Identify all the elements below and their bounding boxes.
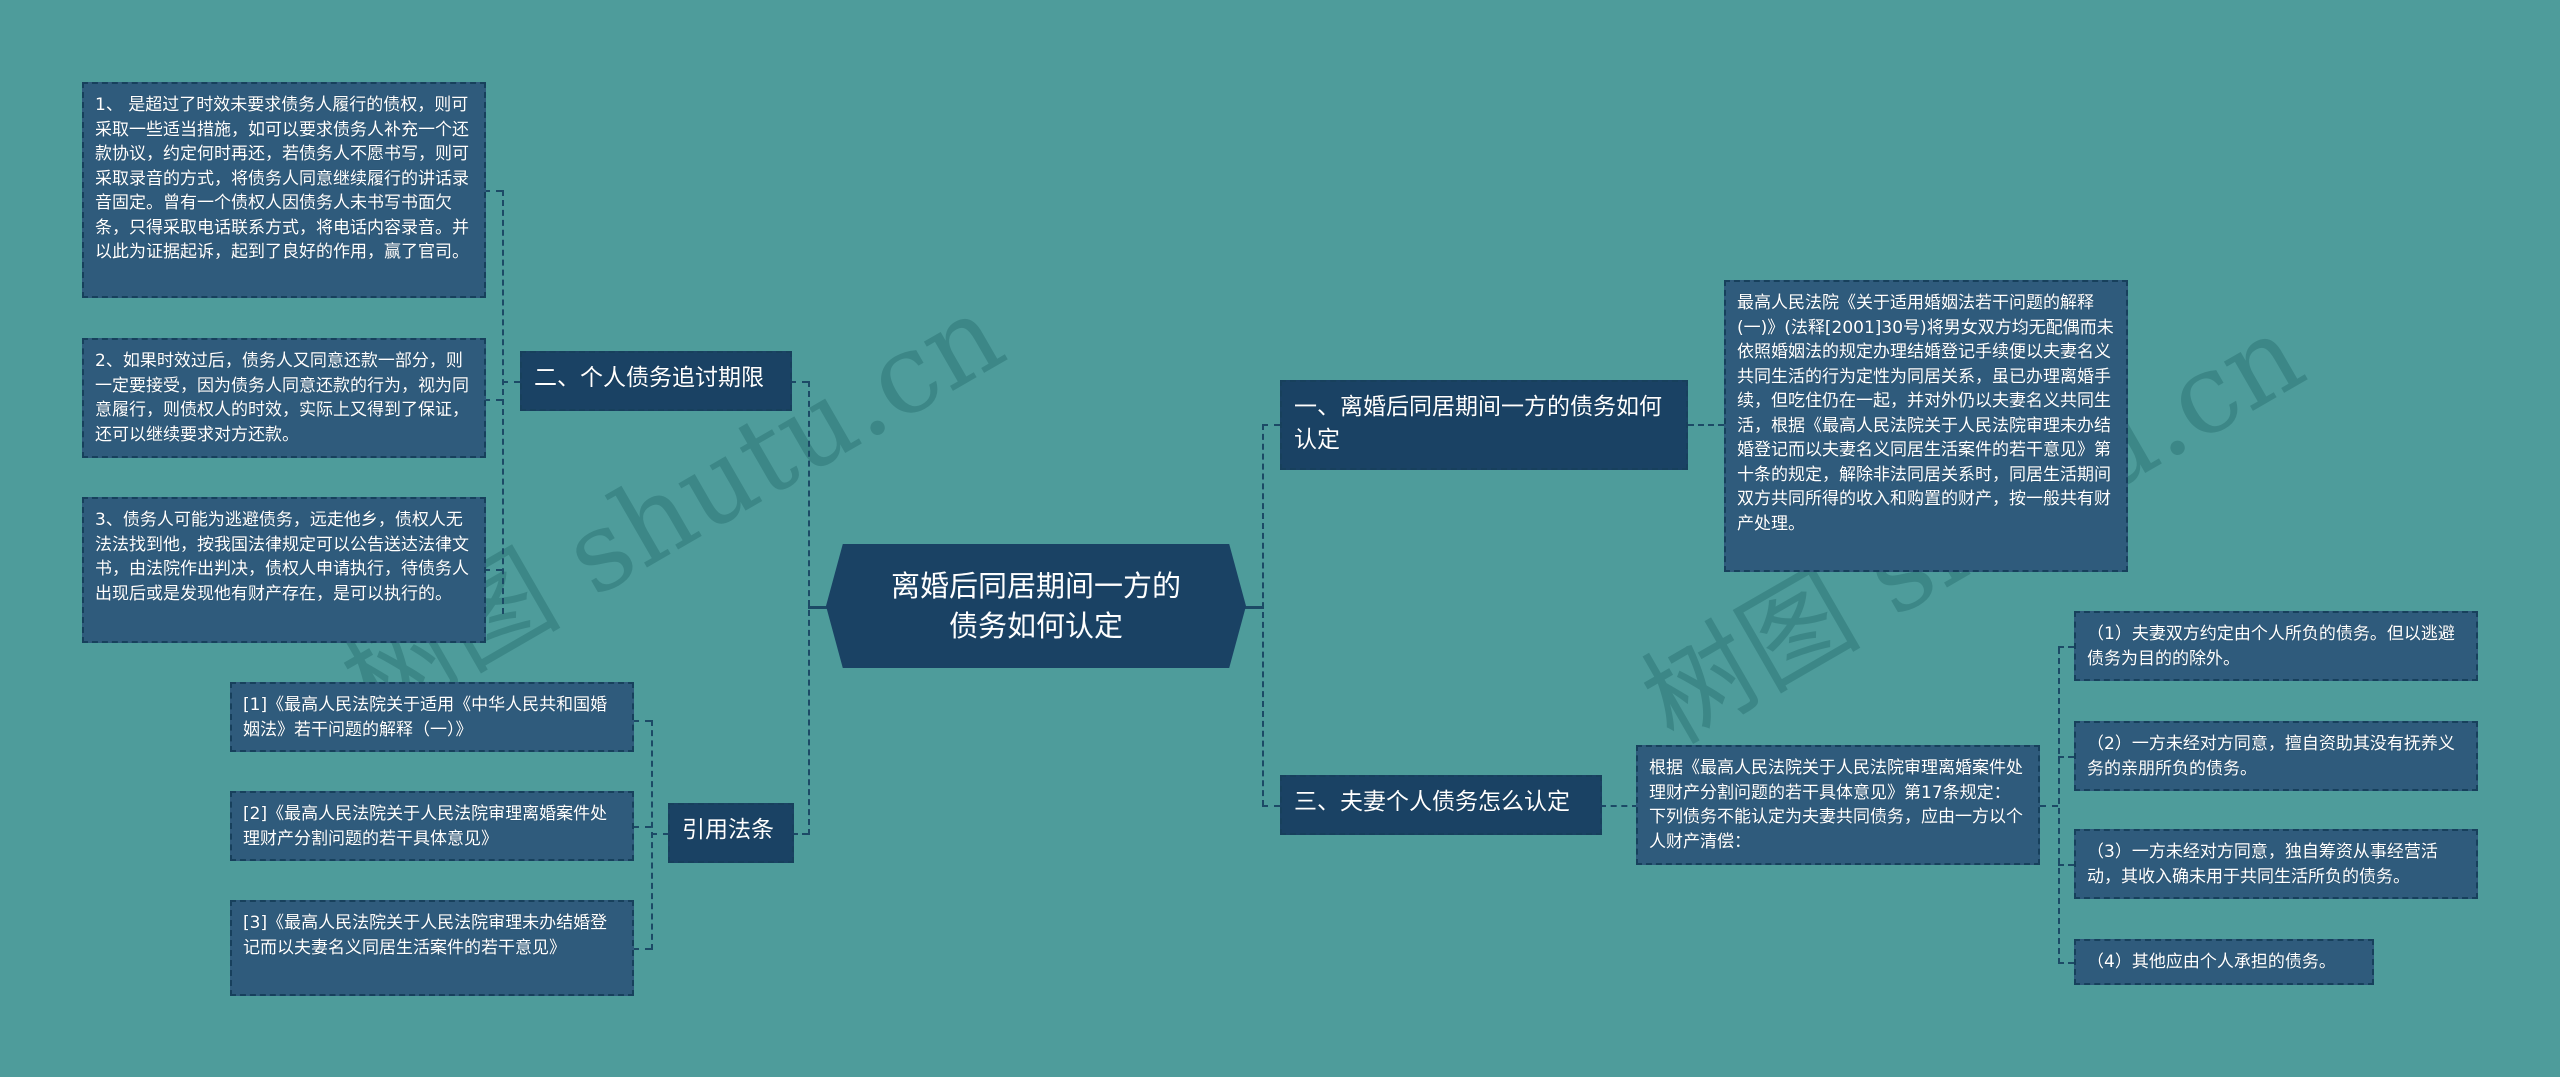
- branch-debt-limit-label: 二、个人债务追讨期限: [534, 365, 764, 391]
- connector-limit-spine: [502, 190, 504, 614]
- leaf-debt-limit-2-text: 2、如果时效过后，债务人又同意还款一部分，则一定要接受，因为债务人同意还款的行为…: [95, 351, 469, 445]
- leaf-personal-item-1-text: （1）夫妻双方约定由个人所负的债务。但以逃避债务为目的的除外。: [2087, 624, 2455, 669]
- leaf-personal-item-2-text: （2）一方未经对方同意，擅自资助其没有抚养义务的亲朋所负的债务。: [2087, 734, 2455, 779]
- leaf-reference-2-text: [2]《最高人民法院关于人民法院审理离婚案件处理财产分割问题的若干具体意见》: [243, 804, 608, 849]
- leaf-debt-limit-1[interactable]: 1、 是超过了时效未要求债务人履行的债权，则可采取一些适当措施，如可以要求债务人…: [82, 82, 486, 298]
- connector-right-spine: [1262, 424, 1264, 806]
- leaf-personal-item-1[interactable]: （1）夫妻双方约定由个人所负的债务。但以逃避债务为目的的除外。: [2074, 611, 2478, 681]
- connector-to-branch-cohabit: [1262, 424, 1280, 426]
- connector-to-branch-refs: [792, 833, 808, 835]
- leaf-personal-debt-intro[interactable]: 根据《最高人民法院关于人民法院审理离婚案件处理财产分割问题的若干具体意见》第17…: [1636, 745, 2040, 865]
- leaf-debt-limit-2[interactable]: 2、如果时效过后，债务人又同意还款一部分，则一定要接受，因为债务人同意还款的行为…: [82, 338, 486, 458]
- connector-refs-leaf-1: [633, 720, 651, 722]
- connector-root-right: [1244, 606, 1264, 609]
- connector-limit-leaf-1: [484, 190, 502, 192]
- connector-to-branch-limit: [790, 381, 808, 383]
- connector-personal-intro: [1600, 805, 1638, 807]
- branch-cohabitation-debt[interactable]: 一、离婚后同居期间一方的债务如何认定: [1280, 380, 1688, 470]
- connector-left-spine: [808, 381, 810, 835]
- leaf-personal-item-3[interactable]: （3）一方未经对方同意，独自筹资从事经营活动，其收入确未用于共同生活所负的债务。: [2074, 829, 2478, 899]
- connector-refs-leaf-2: [633, 826, 651, 828]
- branch-references[interactable]: 引用法条: [668, 803, 794, 863]
- connector-item-4: [2058, 962, 2074, 964]
- leaf-debt-limit-3[interactable]: 3、债务人可能为逃避债务，远走他乡，债权人无法法找到他，按我国法律规定可以公告送…: [82, 497, 486, 643]
- connector-root-left: [808, 606, 828, 609]
- leaf-reference-3-text: [3]《最高人民法院关于人民法院审理未办结婚登记而以夫妻名义同居生活案件的若干意…: [243, 913, 608, 958]
- leaf-reference-2[interactable]: [2]《最高人民法院关于人民法院审理离婚案件处理财产分割问题的若干具体意见》: [230, 791, 634, 861]
- leaf-reference-1[interactable]: [1]《最高人民法院关于适用《中华人民共和国婚姻法》若干问题的解释（一）》: [230, 682, 634, 752]
- connector-cohabit-leaf: [1688, 424, 1724, 426]
- root-topic-label: 离婚后同居期间一方的债务如何认定: [890, 569, 1181, 643]
- connector-item-2: [2058, 756, 2074, 758]
- connector-items-spine: [2058, 648, 2060, 964]
- branch-personal-debt-label: 三、夫妻个人债务怎么认定: [1294, 789, 1570, 815]
- connector-refs-to-branch: [651, 833, 669, 835]
- connector-to-branch-personal: [1262, 805, 1280, 807]
- connector-refs-leaf-3: [633, 948, 651, 950]
- connector-intro-to-items: [2040, 805, 2058, 807]
- branch-references-label: 引用法条: [682, 817, 774, 843]
- leaf-personal-debt-intro-text: 根据《最高人民法院关于人民法院审理离婚案件处理财产分割问题的若干具体意见》第17…: [1649, 758, 2023, 852]
- leaf-cohabitation-rule[interactable]: 最高人民法院《关于适用婚姻法若干问题的解释(一)》(法释[2001]30号)将男…: [1724, 280, 2128, 572]
- leaf-personal-item-3-text: （3）一方未经对方同意，独自筹资从事经营活动，其收入确未用于共同生活所负的债务。: [2087, 842, 2438, 887]
- branch-cohabitation-debt-label: 一、离婚后同居期间一方的债务如何认定: [1294, 394, 1662, 453]
- leaf-personal-item-2[interactable]: （2）一方未经对方同意，擅自资助其没有抚养义务的亲朋所负的债务。: [2074, 721, 2478, 791]
- connector-item-3: [2058, 864, 2074, 866]
- connector-item-1: [2058, 646, 2074, 648]
- connector-limit-leaf-3: [484, 569, 502, 571]
- leaf-reference-1-text: [1]《最高人民法院关于适用《中华人民共和国婚姻法》若干问题的解释（一）》: [243, 695, 608, 740]
- leaf-reference-3[interactable]: [3]《最高人民法院关于人民法院审理未办结婚登记而以夫妻名义同居生活案件的若干意…: [230, 900, 634, 996]
- connector-limit-to-branch: [502, 381, 520, 383]
- branch-debt-limit[interactable]: 二、个人债务追讨期限: [520, 351, 792, 411]
- connector-limit-leaf-2: [484, 399, 502, 401]
- leaf-personal-item-4-text: （4）其他应由个人承担的债务。: [2087, 952, 2336, 972]
- branch-personal-debt[interactable]: 三、夫妻个人债务怎么认定: [1280, 775, 1602, 835]
- leaf-personal-item-4[interactable]: （4）其他应由个人承担的债务。: [2074, 939, 2374, 985]
- root-topic[interactable]: 离婚后同居期间一方的债务如何认定: [826, 544, 1246, 668]
- connector-refs-spine: [651, 720, 653, 950]
- leaf-debt-limit-3-text: 3、债务人可能为逃避债务，远走他乡，债权人无法法找到他，按我国法律规定可以公告送…: [95, 510, 469, 604]
- leaf-cohabitation-rule-text: 最高人民法院《关于适用婚姻法若干问题的解释(一)》(法释[2001]30号)将男…: [1737, 293, 2114, 534]
- leaf-debt-limit-1-text: 1、 是超过了时效未要求债务人履行的债权，则可采取一些适当措施，如可以要求债务人…: [95, 95, 469, 262]
